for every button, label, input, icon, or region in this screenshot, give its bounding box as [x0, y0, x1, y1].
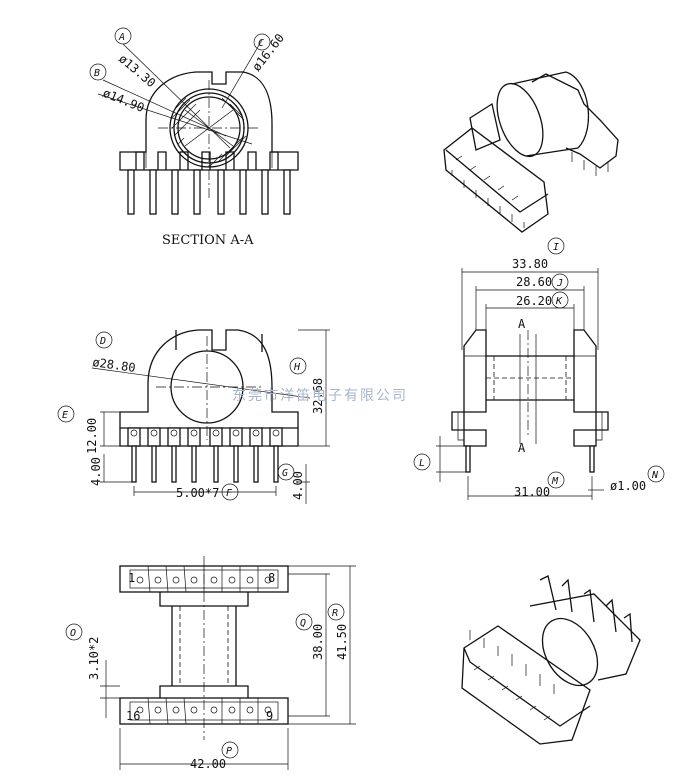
pin-8: 8: [268, 571, 275, 585]
ref-K: K: [555, 296, 563, 307]
section-pins: [127, 151, 291, 215]
ref-L: L: [419, 458, 425, 469]
dim-P: 42.00: [190, 757, 226, 771]
pin-16: 16: [126, 709, 140, 723]
section-view: A ø13.30 B ø14.90 C ø16.60 SECTION A-A: [89, 27, 299, 248]
ref-G: G: [282, 468, 288, 479]
front-terminals: [119, 427, 299, 483]
ref-D: D: [99, 336, 106, 347]
ref-H: H: [293, 362, 301, 373]
ref-B: B: [94, 68, 100, 79]
bottom-view: 1 8 16 9 3.10*2 O 38.00 Q 41.50 R 42.00 …: [65, 556, 356, 771]
ref-N: N: [651, 470, 659, 481]
dim-I: 33.80: [512, 257, 548, 271]
dim-G2: 4.00: [291, 471, 305, 500]
dim-D: ø28.80: [92, 355, 137, 375]
ref-C: C: [258, 38, 264, 49]
dim-J: 28.60: [516, 275, 552, 289]
watermark: 东莞市洋笛电子有限公司: [232, 387, 408, 404]
dim-B: ø14.90: [101, 86, 146, 115]
ref-I: I: [553, 242, 559, 253]
dim-N: ø1.00: [610, 479, 646, 493]
dim-O: 3.10*2: [87, 637, 101, 680]
section-caption: SECTION A-A: [162, 233, 254, 248]
ref-F: F: [226, 488, 233, 499]
dim-F: 5.00*7: [176, 486, 219, 500]
iso-view-top: [443, 71, 619, 233]
bottom-pads: [136, 565, 272, 725]
dim-M: 31.00: [514, 485, 550, 499]
dim-K: 26.20: [516, 294, 552, 308]
ref-J: J: [556, 278, 563, 289]
dim-G: 4.00: [89, 457, 103, 486]
iso-pins-bottom: [469, 630, 555, 721]
front-view: D ø28.80 E 12.00 4.00 5.00*7 F H 32.68 G…: [57, 329, 408, 504]
dim-Q: 38.00: [311, 624, 325, 660]
pin-1: 1: [128, 571, 135, 585]
ref-O: O: [70, 628, 76, 639]
ref-M: M: [551, 476, 559, 487]
ref-Q: Q: [300, 618, 306, 629]
ref-P: P: [226, 746, 232, 757]
dim-E: 12.00: [85, 418, 99, 454]
iso-view-bottom: [461, 575, 641, 745]
pin-9: 9: [266, 709, 273, 723]
section-mark-top: A: [518, 317, 526, 331]
dim-H: 32.68: [311, 378, 325, 414]
section-mark-bottom: A: [518, 441, 526, 455]
side-view: 33.80 I 28.60 J 26.20 K A A L 31.00 M ø1…: [413, 237, 665, 500]
ref-R: R: [332, 608, 338, 619]
ref-E: E: [62, 410, 68, 421]
dim-R: 41.50: [335, 624, 349, 660]
ref-A: A: [118, 32, 125, 43]
iso-pins-top: [451, 152, 609, 228]
